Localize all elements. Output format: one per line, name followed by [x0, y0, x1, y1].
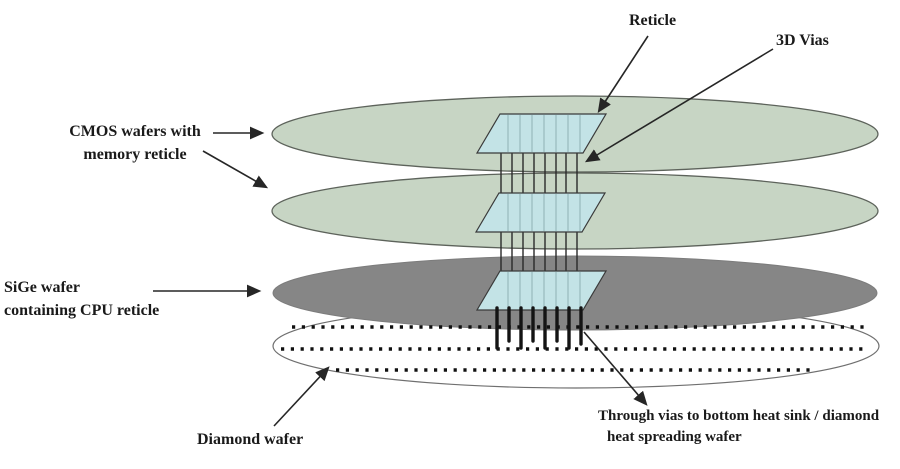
- diamond-arrow: [273, 366, 330, 427]
- cmos-wafers-label-line1: CMOS wafers with: [69, 123, 201, 140]
- cmos-wafers-label-line2: memory reticle: [83, 146, 187, 163]
- reticle-middle: [474, 192, 607, 233]
- through-vias-label: Through vias to bottom heat sink / diamo…: [598, 406, 879, 448]
- vias-3d-arrow: [584, 48, 774, 163]
- cmos-bottom-arrow: [202, 150, 269, 189]
- reticle-label: Reticle: [629, 12, 677, 29]
- sige-wafer-label: SiGe wafer containing CPU reticle: [4, 276, 159, 322]
- reticle-middle-via-marks: [507, 194, 581, 231]
- reticle-top-via-marks: [507, 115, 581, 152]
- vias-through-bundle: [495, 306, 583, 350]
- through-vias-label-line1: Through vias to bottom heat sink / diamo…: [598, 408, 880, 424]
- cmos-wafers-label: CMOS wafers with memory reticle: [55, 120, 215, 166]
- 3d-vias-label: 3D Vias: [776, 32, 829, 49]
- vias-middle-bundle: [500, 229, 578, 274]
- through-vias-arrow: [583, 331, 648, 406]
- through-vias-label-line2: heat spreading wafer: [607, 429, 742, 445]
- sige-wafer-label-line2: containing CPU reticle: [4, 302, 160, 319]
- vias-top-bundle: [500, 150, 578, 196]
- sige-wafer-label-line1: SiGe wafer: [4, 279, 80, 296]
- diamond-dot-rows: [281, 325, 870, 372]
- diamond-wafer-label: Diamond wafer: [197, 431, 304, 448]
- reticle-cpu-via-marks: [507, 272, 581, 309]
- reticle-cpu: [475, 270, 608, 311]
- reticle-top: [475, 113, 608, 154]
- reticle-arrow: [597, 35, 649, 114]
